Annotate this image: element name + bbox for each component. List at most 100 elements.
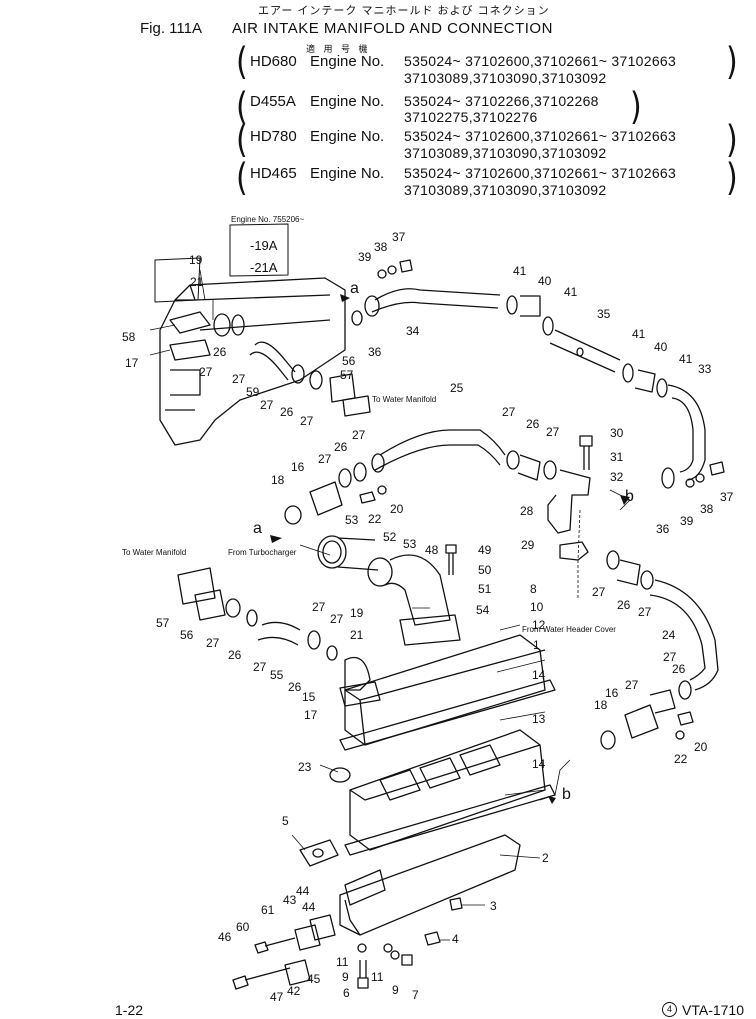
callout: 36 — [368, 345, 382, 359]
callout: 49 — [478, 543, 492, 557]
paren-close: ) — [726, 118, 738, 162]
callout: 58 — [122, 330, 136, 344]
from-water-header-label: From Water Header Cover — [522, 625, 616, 634]
callout: 18 — [594, 698, 608, 712]
callout: 59 — [246, 385, 260, 399]
engine-serials: 535024~ 37102600,37102661~ 37102663 — [404, 165, 677, 181]
callout: 27 — [592, 585, 606, 599]
callout: 3 — [490, 899, 497, 913]
callout: 38 — [700, 502, 714, 516]
engine-model: HD465 — [250, 165, 297, 182]
paren-open: ( — [236, 156, 248, 200]
callout: 39 — [358, 250, 372, 264]
callout: 61 — [261, 903, 275, 917]
callout: 26 — [288, 680, 302, 694]
callout: 32 — [610, 470, 624, 484]
circle-mark-icon: 4 — [662, 1002, 677, 1017]
callout: 38 — [374, 240, 388, 254]
callout: 57 — [156, 616, 170, 630]
callout: 27 — [199, 365, 213, 379]
engine-label: Engine No. — [310, 165, 385, 182]
callout: 34 — [406, 324, 420, 338]
paren-close: ) — [726, 156, 738, 200]
callout: 27 — [546, 425, 560, 439]
callout: 30 — [610, 426, 624, 440]
callout: 53 — [345, 513, 359, 527]
part-19a-label: -19A — [250, 238, 278, 253]
engine-serials: 37103089,37103090,37103092 — [404, 70, 607, 86]
callout: 26 — [672, 662, 686, 676]
callout: 24 — [662, 628, 676, 642]
callout: 47 — [270, 990, 284, 1004]
engine-label: Engine No. — [310, 53, 385, 70]
callout: 6 — [343, 986, 350, 1000]
engine-label: Engine No. — [310, 93, 385, 110]
callout: 22 — [368, 512, 382, 526]
callout: 27 — [663, 650, 677, 664]
callout: 27 — [206, 636, 220, 650]
callout: 17 — [304, 708, 318, 722]
callout: 19 — [189, 253, 203, 267]
callout: 50 — [478, 563, 492, 577]
callout: 9 — [342, 970, 349, 984]
marker-a: a — [350, 280, 359, 297]
marker-a: a — [253, 520, 262, 537]
callout: 4 — [452, 932, 459, 946]
callout: 12 — [532, 618, 546, 632]
callout: 27 — [312, 600, 326, 614]
callout: 26 — [617, 598, 631, 612]
callout: 10 — [530, 600, 544, 614]
callout: 40 — [538, 274, 552, 288]
callout: 20 — [390, 502, 404, 516]
engine-block — [159, 277, 346, 446]
callout: 9 — [392, 983, 399, 997]
paren-open: ( — [236, 85, 248, 129]
callout: 7 — [412, 988, 419, 1002]
callout: 27 — [318, 452, 332, 466]
callout: 29 — [521, 538, 535, 552]
callout: 15 — [302, 690, 316, 704]
callout: 27 — [638, 605, 652, 619]
engine-serials: 37103089,37103090,37103092 — [404, 145, 607, 161]
engine-model: D455A — [250, 93, 296, 110]
callout: 23 — [298, 760, 312, 774]
engine-no-note: Engine No. 755206~ — [231, 215, 305, 224]
callout: 8 — [530, 582, 537, 596]
engine-serials: 535024~ 37102600,37102661~ 37102663 — [404, 53, 677, 69]
callout: 26 — [334, 440, 348, 454]
callout: 14 — [532, 668, 546, 682]
marker-b: b — [625, 488, 634, 505]
engine-serials: 535024~ 37102266,37102268 — [404, 93, 599, 109]
callout: 27 — [352, 428, 366, 442]
callout: 37 — [720, 490, 734, 504]
callout: 26 — [526, 417, 540, 431]
callout: 56 — [342, 354, 356, 368]
page-title: AIR INTAKE MANIFOLD AND CONNECTION — [232, 20, 553, 37]
callout: 41 — [679, 352, 693, 366]
callout: 35 — [597, 307, 611, 321]
callout: 21 — [190, 275, 204, 289]
applicability-label: 適 用 号 機 — [306, 44, 371, 54]
callout: 41 — [632, 327, 646, 341]
to-water-manifold-label: To Water Manifold — [122, 548, 187, 557]
callout: 27 — [330, 612, 344, 626]
callout: 31 — [610, 450, 624, 464]
callout: 27 — [253, 660, 267, 674]
callout: 37 — [392, 230, 406, 244]
callout: 16 — [605, 686, 619, 700]
callout: 36 — [656, 522, 670, 536]
callout: 18 — [271, 473, 285, 487]
callout: 41 — [564, 285, 578, 299]
marker-b: b — [562, 786, 571, 803]
callout: 16 — [291, 460, 305, 474]
callout: 17 — [125, 356, 139, 370]
callout: 46 — [218, 930, 232, 944]
callout: 11 — [336, 955, 349, 969]
callout: 40 — [654, 340, 668, 354]
callout: 26 — [213, 345, 227, 359]
paren-open: ( — [236, 118, 248, 162]
callout: 52 — [383, 530, 397, 544]
callout: 27 — [625, 678, 639, 692]
to-water-manifold-label: To Water Manifold — [372, 395, 437, 404]
callout: 26 — [228, 648, 242, 662]
